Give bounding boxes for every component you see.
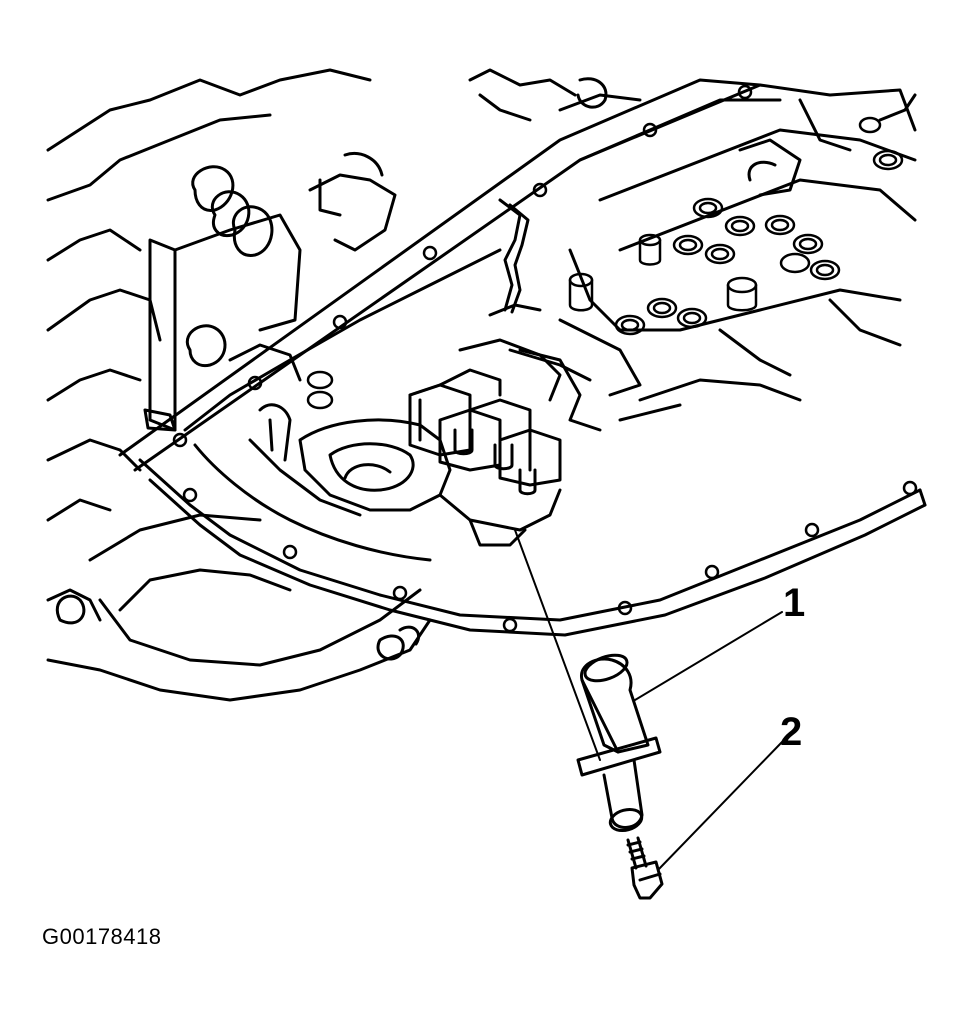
callout-2-leader [657, 741, 783, 871]
upper-housing [143, 68, 642, 432]
callout-label-1: 1 [783, 581, 806, 625]
housing-outline [46, 68, 432, 702]
figure-id: G00178418 [42, 924, 162, 949]
callout-1-leader [634, 611, 783, 701]
sensor-part [576, 653, 662, 833]
callout-label-2: 2 [780, 710, 803, 754]
flange-bolt-holes [172, 84, 918, 633]
sensor-bore-area [248, 403, 562, 547]
bolt-part [626, 836, 664, 900]
valve-plugs [568, 233, 758, 312]
install-path-line [514, 529, 601, 761]
valve-body [518, 83, 917, 432]
solenoid-assembly [408, 198, 592, 496]
valve-ports [306, 116, 904, 410]
